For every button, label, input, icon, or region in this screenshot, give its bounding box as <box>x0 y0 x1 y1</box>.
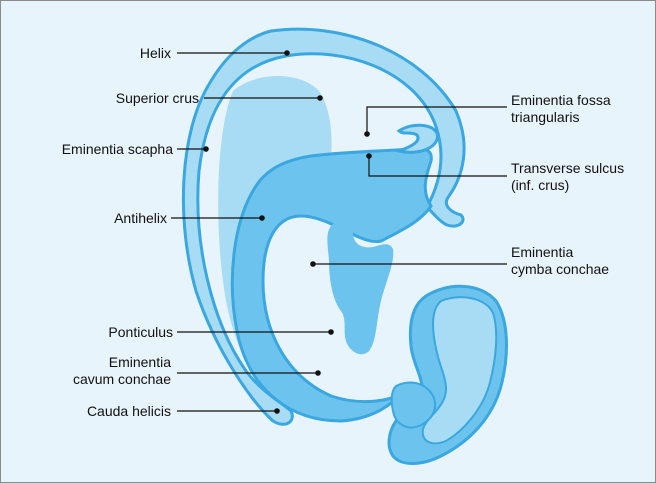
label-eminentia-fossa-2: triangularis <box>511 109 579 125</box>
dot-eminentia-fossa <box>364 131 370 137</box>
label-superior-crus: Superior crus <box>116 90 199 106</box>
dot-helix <box>284 50 290 56</box>
label-eminentia-cavum-2: cavum conchae <box>73 371 171 387</box>
label-eminentia-cavum-1: Eminentia <box>109 354 171 370</box>
dot-antihelix <box>259 215 265 221</box>
dot-superior-crus <box>317 95 323 101</box>
dot-eminentia-cymba <box>310 261 316 267</box>
label-cauda-helicis: Cauda helicis <box>87 403 171 419</box>
label-antihelix: Antihelix <box>114 210 167 226</box>
label-ponticulus: Ponticulus <box>108 324 173 340</box>
dot-cauda-helicis <box>274 408 280 414</box>
dot-ponticulus <box>328 329 334 335</box>
tragus-curl <box>392 383 435 428</box>
dot-eminentia-cavum <box>315 370 321 376</box>
label-transverse-sulcus-1: Transverse sulcus <box>511 160 624 176</box>
dot-eminentia-scapha <box>203 146 209 152</box>
label-eminentia-fossa-1: Eminentia fossa <box>511 92 611 108</box>
label-eminentia-cymba-1: Eminentia <box>511 244 573 260</box>
label-eminentia-cymba-2: cymba conchae <box>511 261 609 277</box>
label-helix: Helix <box>140 45 171 61</box>
label-transverse-sulcus-2: (inf. crus) <box>511 177 569 193</box>
fossa-curl <box>399 125 438 152</box>
dot-transverse-sulcus <box>366 153 372 159</box>
label-eminentia-scapha: Eminentia scapha <box>62 141 174 157</box>
